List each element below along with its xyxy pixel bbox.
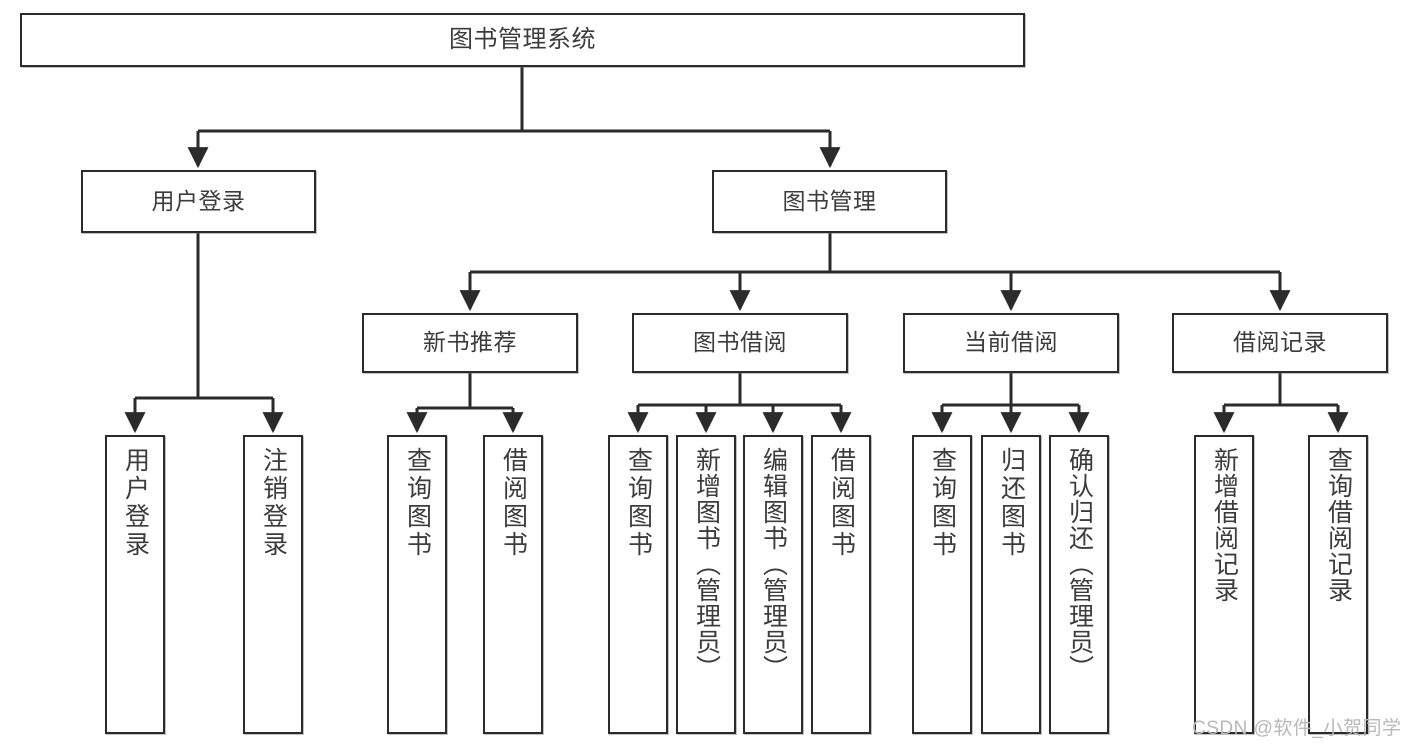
- node-leaf-borrow-book-recommend[interactable]: 借阅图书: [483, 435, 543, 734]
- node-label: 确认归还（管理员）: [1065, 447, 1094, 681]
- node-leaf-query-book-borrow[interactable]: 查询图书: [608, 435, 668, 734]
- node-label: 归还图书: [997, 447, 1026, 559]
- node-current-borrow[interactable]: 当前借阅: [903, 313, 1119, 373]
- node-label: 查询图书: [624, 447, 653, 559]
- node-label: 借阅图书: [499, 447, 528, 559]
- node-leaf-add-borrow-record[interactable]: 新增借阅记录: [1194, 435, 1254, 734]
- node-leaf-query-book-recommend[interactable]: 查询图书: [387, 435, 447, 734]
- node-book-borrow[interactable]: 图书借阅: [632, 313, 848, 373]
- node-label: 编辑图书（管理员）: [759, 447, 788, 681]
- node-book-management[interactable]: 图书管理: [712, 170, 947, 233]
- node-label: 用户登录: [151, 187, 246, 214]
- node-leaf-borrow-book[interactable]: 借阅图书: [811, 435, 871, 734]
- node-leaf-query-borrow-record[interactable]: 查询借阅记录: [1308, 435, 1368, 734]
- node-leaf-user-login[interactable]: 用户登录: [105, 435, 165, 734]
- node-label: 图书借阅: [693, 329, 787, 356]
- node-label: 查询借阅记录: [1324, 447, 1353, 603]
- node-leaf-add-book-admin[interactable]: 新增图书（管理员）: [676, 435, 736, 734]
- node-user-login[interactable]: 用户登录: [81, 170, 316, 233]
- node-label: 用户登录: [121, 447, 150, 559]
- node-leaf-confirm-return-admin[interactable]: 确认归还（管理员）: [1049, 435, 1109, 734]
- node-label: 查询图书: [928, 447, 957, 559]
- node-label: 新增图书（管理员）: [692, 447, 721, 681]
- node-leaf-query-book-current[interactable]: 查询图书: [912, 435, 972, 734]
- node-label: 新书推荐: [423, 329, 517, 356]
- node-leaf-return-book[interactable]: 归还图书: [981, 435, 1041, 734]
- node-label: 查询图书: [403, 447, 432, 559]
- node-label: 图书管理系统: [449, 25, 596, 53]
- node-label: 新增借阅记录: [1210, 447, 1239, 603]
- node-label: 图书管理: [782, 187, 877, 214]
- node-leaf-logout[interactable]: 注销登录: [243, 435, 303, 734]
- node-leaf-edit-book-admin[interactable]: 编辑图书（管理员）: [743, 435, 803, 734]
- node-root-book-management-system[interactable]: 图书管理系统: [20, 13, 1025, 67]
- node-label: 借阅记录: [1233, 329, 1327, 356]
- node-label: 注销登录: [259, 447, 288, 559]
- node-new-book-recommend[interactable]: 新书推荐: [362, 313, 578, 373]
- csdn-watermark: CSDN @软件_小贺同学: [1192, 718, 1402, 739]
- node-borrow-record[interactable]: 借阅记录: [1172, 313, 1388, 373]
- node-label: 借阅图书: [827, 447, 856, 559]
- node-label: 当前借阅: [964, 329, 1058, 356]
